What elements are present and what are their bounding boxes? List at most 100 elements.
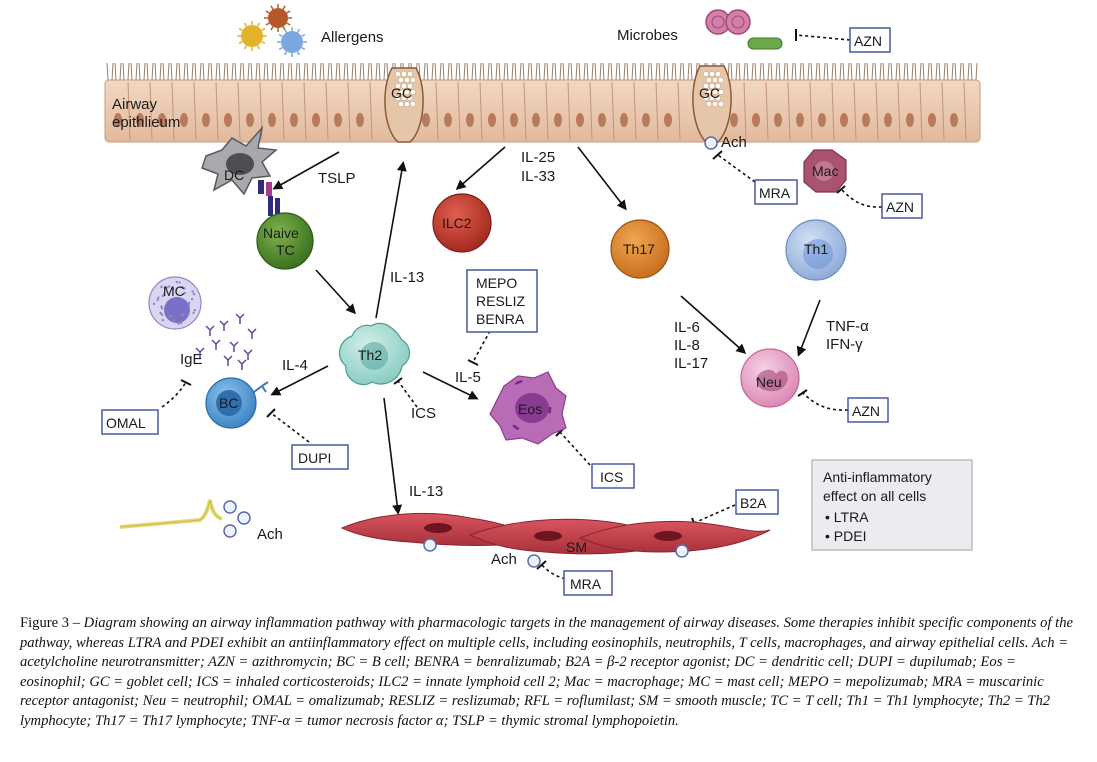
microbes-label: Microbes (617, 27, 678, 44)
tcr-mhc-complex (258, 180, 280, 216)
epithelial-cell-border (655, 81, 659, 141)
allergen-spike (261, 40, 266, 45)
cilium (954, 62, 957, 81)
cilium (687, 62, 690, 81)
airway-label-line1: Airway (112, 96, 158, 113)
epithelial-nucleus (576, 113, 584, 127)
cilium (690, 62, 693, 81)
th1-cell: Th1 (785, 219, 847, 281)
epithelial-cell-border (237, 81, 241, 141)
allergen-spike (286, 22, 291, 26)
th2-label: Th2 (358, 347, 382, 363)
epithelial-cell-border (875, 81, 879, 141)
cilium (567, 62, 570, 81)
il5-label: IL-5 (455, 369, 481, 386)
cilium (730, 62, 733, 81)
th17-cell: Th17 (610, 219, 670, 279)
mucin-granule (706, 101, 712, 107)
mast-cell-granule (168, 314, 171, 318)
cilium (647, 62, 650, 81)
mast-cell-granule (180, 313, 184, 317)
cilium (287, 62, 290, 81)
cilium (146, 62, 149, 81)
mucin-granule (709, 71, 715, 77)
ach-vesicle-epithelium (704, 136, 718, 150)
cilium (511, 62, 514, 81)
cilium (610, 62, 613, 81)
epithelial-cell-border (611, 81, 615, 141)
eos-label: Eos (518, 401, 542, 417)
epithelial-cell-border (435, 81, 439, 141)
smooth-muscle: SM (340, 512, 771, 555)
mucin-granule (407, 95, 413, 101)
cilium (346, 62, 349, 81)
cilium (951, 62, 954, 81)
cilium (167, 62, 170, 81)
epithelial-cell-border (215, 81, 219, 141)
goblet-cell-left-label: GC (391, 85, 412, 101)
cilium (834, 62, 837, 81)
mucin-granule (407, 71, 413, 77)
cilium (658, 62, 661, 81)
cilium (487, 62, 490, 81)
cilium (895, 62, 898, 81)
inhibitor-azn-neu (802, 392, 849, 411)
cilium (306, 62, 309, 81)
cilium (594, 62, 597, 81)
cilium (127, 62, 130, 81)
caption-label: Figure 3 – (20, 615, 84, 631)
epithelial-cell-border (149, 81, 153, 141)
cilium (151, 62, 154, 81)
mucin-granule (715, 71, 721, 77)
cilium (375, 62, 378, 81)
cilium (850, 62, 853, 81)
cilium (938, 62, 941, 81)
cilium (655, 62, 658, 81)
cilium (919, 62, 922, 81)
epithelial-nucleus (510, 113, 518, 127)
allergen-spike (243, 22, 248, 27)
allergen-spike (270, 5, 274, 10)
ics-box-eos (591, 463, 635, 489)
allergen-spike (296, 51, 301, 56)
epithelial-nucleus (664, 113, 672, 127)
cilium (322, 62, 325, 81)
ach-sm-label: Ach (491, 551, 517, 568)
epithelial-nucleus (950, 113, 958, 127)
mucin-granule (718, 101, 724, 107)
cilium (903, 62, 906, 81)
epithelial-cell-border (787, 81, 791, 141)
cilium (490, 62, 493, 81)
cilium (223, 62, 226, 81)
ilc2-label: ILC2 (442, 215, 472, 231)
mast-cell-granule (183, 291, 187, 295)
arrow-tslp-to-dc (272, 151, 340, 190)
cilium (791, 62, 794, 81)
cilium (786, 62, 789, 81)
sm-label: SM (566, 539, 587, 555)
allergen-spike (278, 46, 283, 51)
cilium (946, 62, 949, 81)
cilium (663, 62, 666, 81)
cilium (810, 62, 813, 81)
cilium (495, 62, 498, 81)
mucin-granule (703, 71, 709, 77)
azn-neu-text: AZN (852, 403, 880, 419)
epithelial-cell-border (677, 81, 681, 141)
anti-inflammatory-pdei: • PDEI (825, 528, 866, 544)
macrophage: Mac (803, 149, 847, 193)
il13-sm-label: IL-13 (409, 483, 443, 500)
th1-label: Th1 (804, 241, 828, 257)
cilium (255, 62, 258, 81)
mucin-granule (401, 95, 407, 101)
epithelial-nucleus (268, 113, 276, 127)
cilium (431, 62, 434, 81)
allergen-particles (237, 4, 307, 57)
epithelial-nucleus (774, 113, 782, 127)
mucin-granule (395, 83, 401, 89)
mast-cell-granule (187, 313, 190, 316)
ige-antibody-icon (211, 339, 221, 350)
cilium (458, 62, 461, 81)
inhibitor-mra-sm (541, 564, 572, 581)
